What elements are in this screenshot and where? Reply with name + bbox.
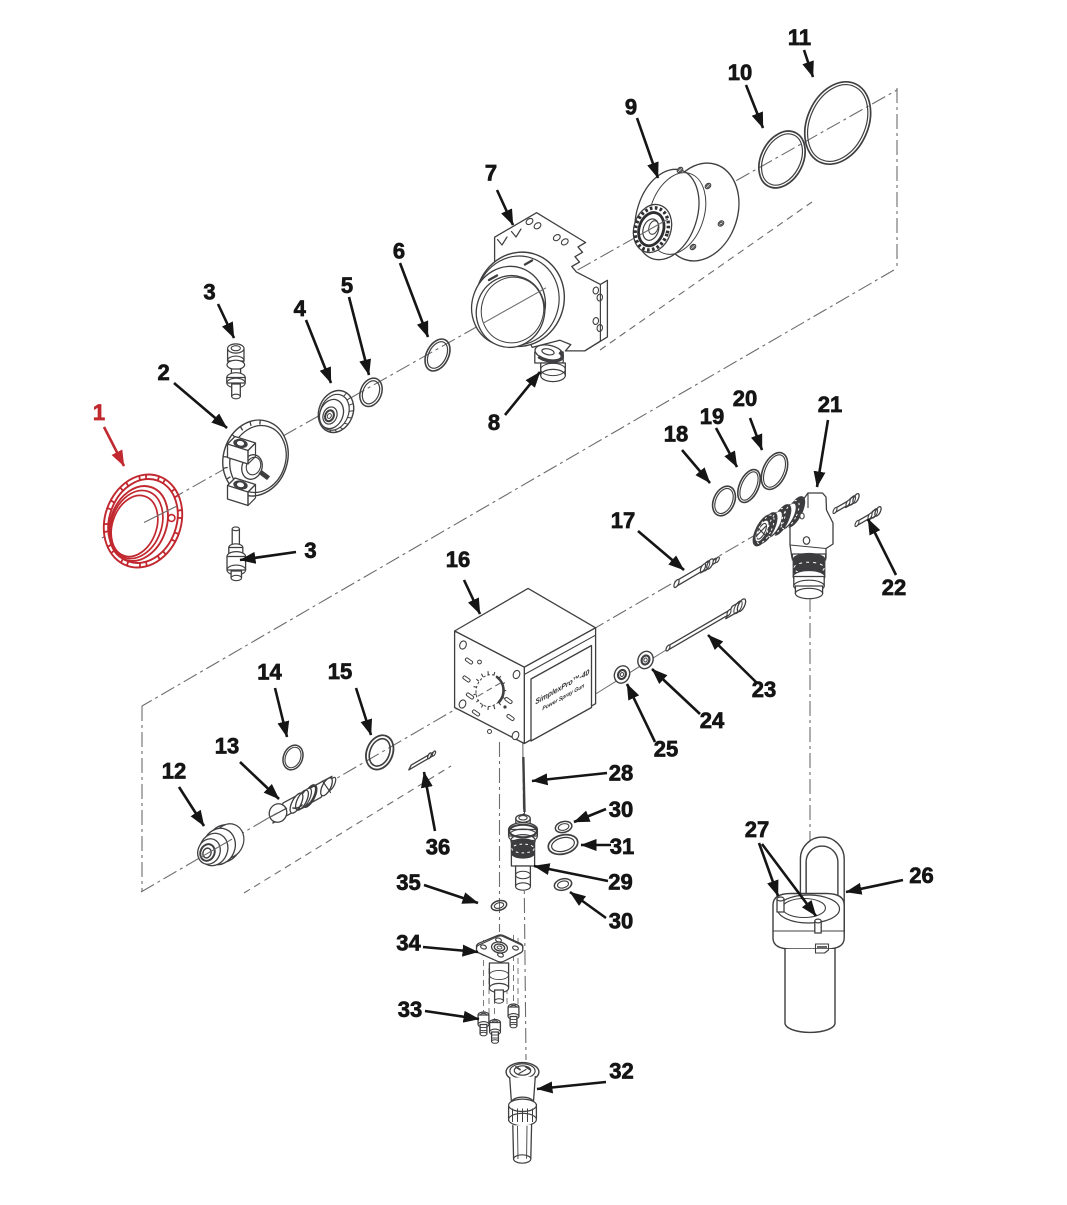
svg-text:6: 6 [393,239,405,264]
svg-text:10: 10 [728,60,752,85]
svg-text:28: 28 [609,761,633,786]
svg-text:30: 30 [609,909,633,934]
svg-text:8: 8 [488,410,500,435]
svg-text:11: 11 [788,25,811,50]
svg-text:32: 32 [609,1059,633,1084]
svg-text:3: 3 [304,538,316,563]
svg-text:1: 1 [93,400,105,425]
svg-text:19: 19 [700,404,724,429]
svg-text:24: 24 [700,708,725,733]
svg-text:14: 14 [257,660,282,685]
svg-text:31: 31 [610,834,634,859]
svg-text:13: 13 [215,734,239,759]
svg-text:2: 2 [157,360,169,385]
svg-text:29: 29 [608,870,632,895]
svg-text:25: 25 [654,737,678,762]
svg-text:21: 21 [818,392,842,417]
svg-text:34: 34 [396,931,421,956]
svg-text:20: 20 [733,386,757,411]
svg-text:9: 9 [625,95,637,120]
svg-text:30: 30 [609,797,633,822]
svg-text:7: 7 [485,161,497,186]
svg-text:12: 12 [162,759,186,784]
svg-text:16: 16 [446,547,470,572]
svg-text:18: 18 [664,422,688,447]
svg-text:4: 4 [294,296,307,321]
svg-text:26: 26 [909,863,933,888]
svg-text:33: 33 [398,997,422,1022]
svg-text:3: 3 [203,280,215,305]
svg-text:22: 22 [882,575,906,600]
svg-text:17: 17 [611,508,635,533]
svg-text:15: 15 [328,659,352,684]
svg-text:27: 27 [745,817,769,842]
svg-text:23: 23 [752,677,776,702]
svg-text:5: 5 [341,273,353,298]
svg-text:35: 35 [396,870,420,895]
svg-text:36: 36 [426,835,450,860]
